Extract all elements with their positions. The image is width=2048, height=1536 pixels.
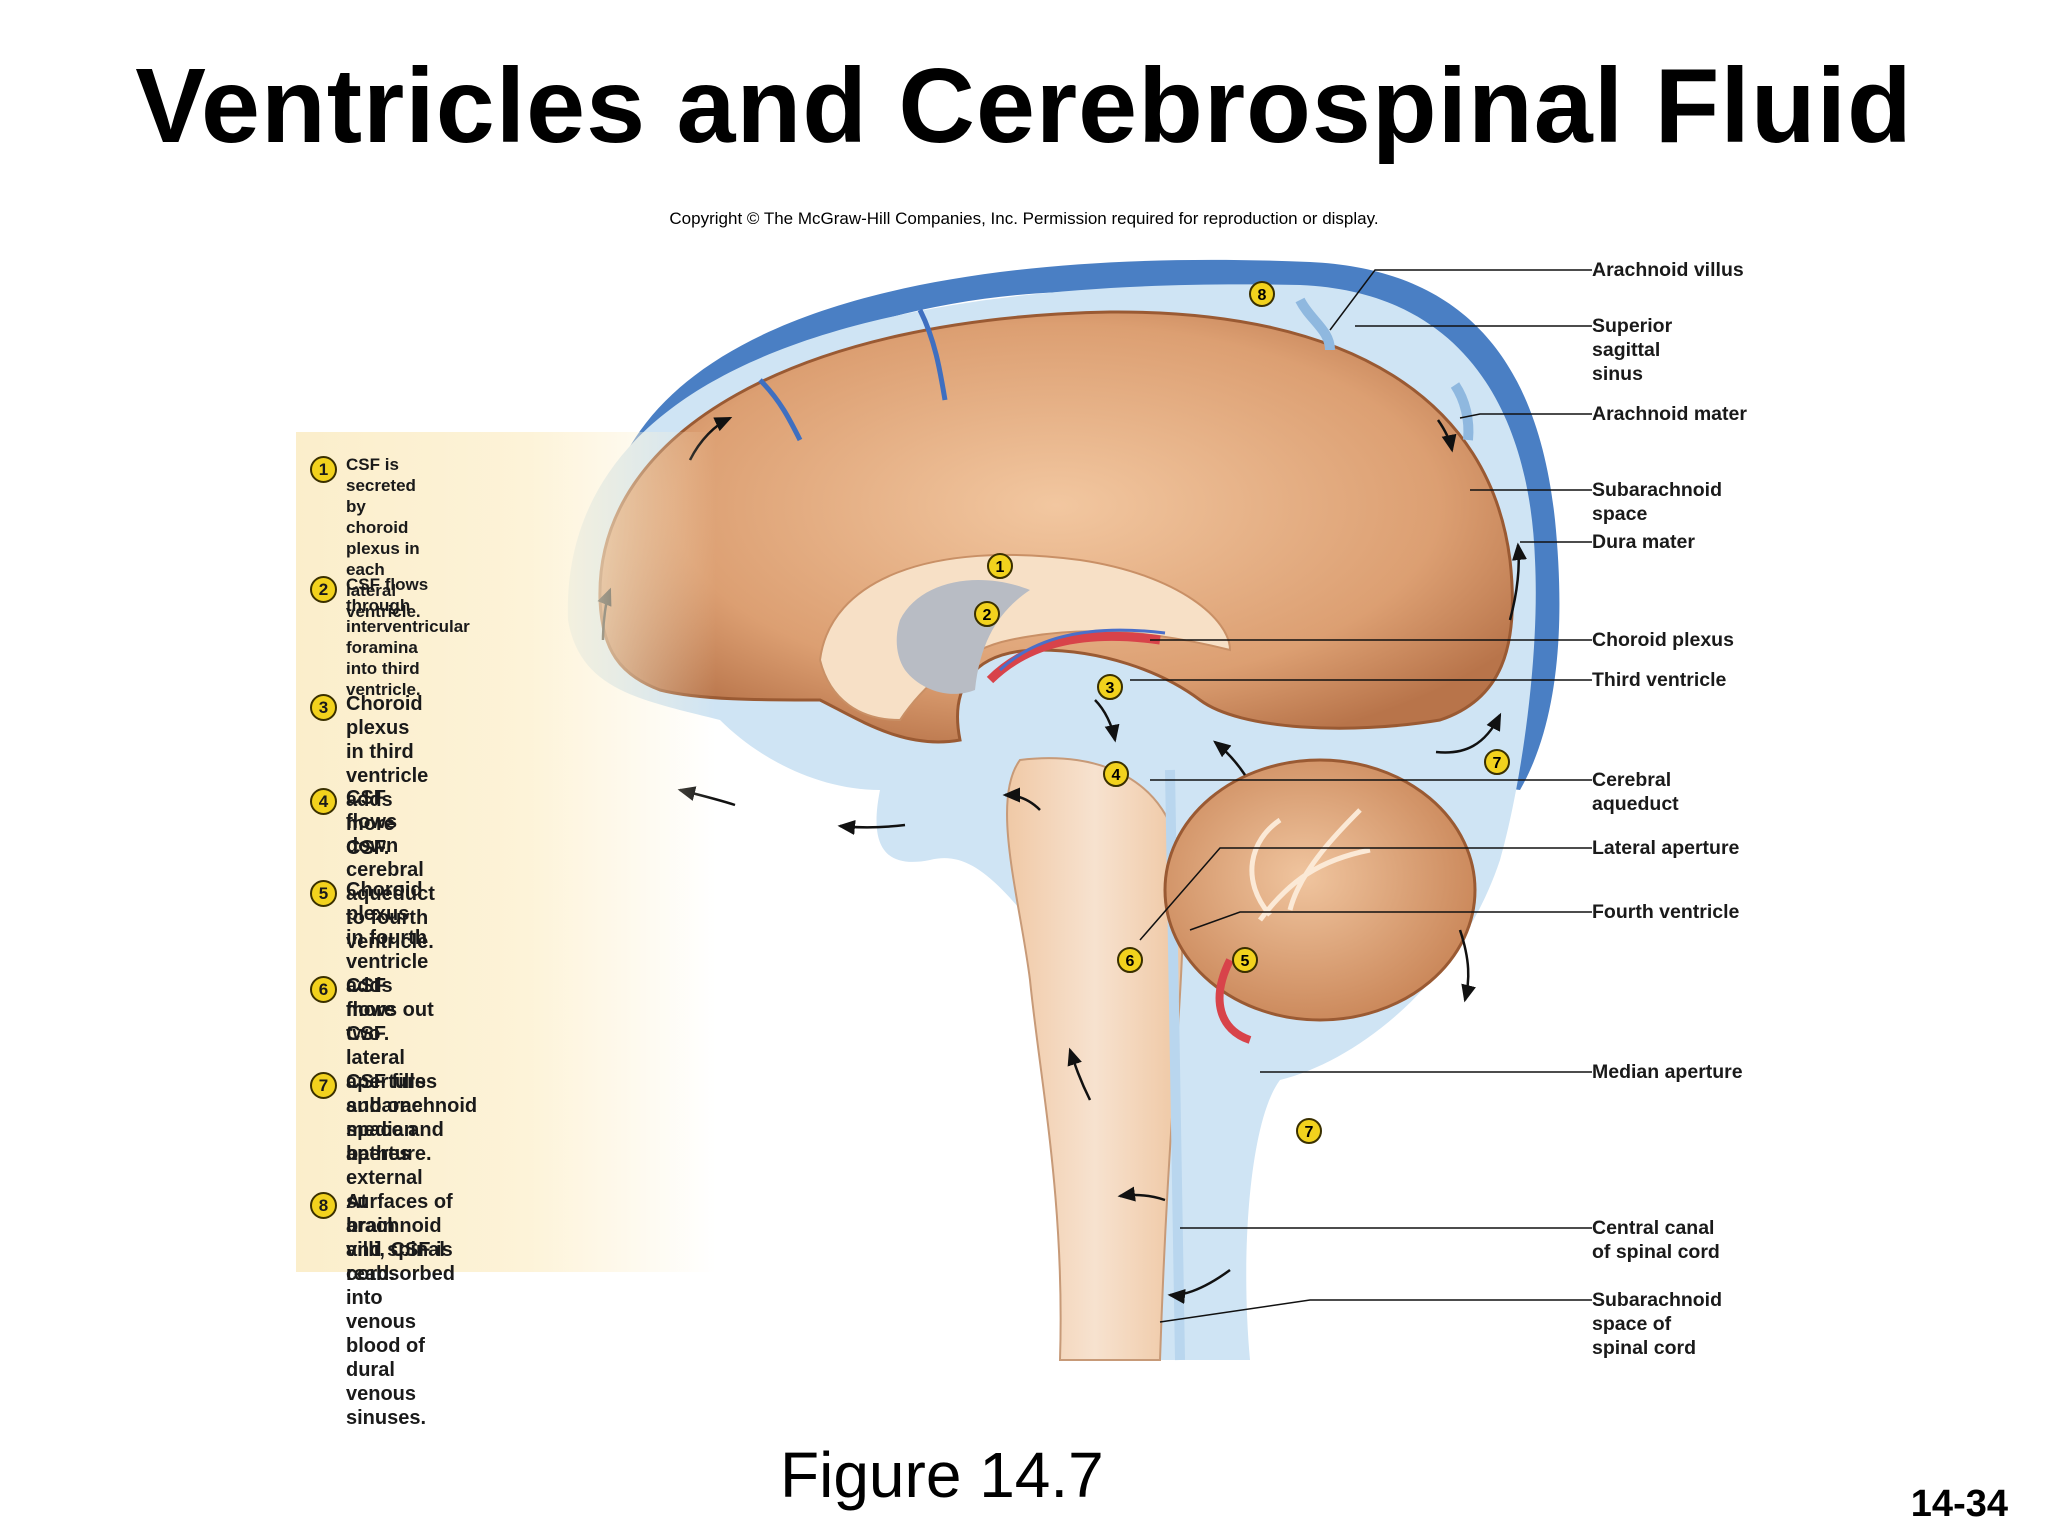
slide-number: 14-34 bbox=[1910, 1483, 2008, 1525]
step-text: CSF is secreted by choroid plexus in eac… bbox=[346, 455, 421, 621]
leader-lines bbox=[1130, 269, 1592, 1323]
svg-text:4: 4 bbox=[1112, 767, 1121, 784]
brainstem bbox=[1006, 757, 1184, 1361]
step-number-badge: 4 bbox=[310, 788, 337, 815]
label-subarachnoid-space-spinal-cord: Subarachnoid space of spinal cord bbox=[1592, 1289, 1723, 1359]
svg-text:1: 1 bbox=[996, 559, 1005, 576]
step-text: Choroid plexus in third ventricle adds m… bbox=[346, 693, 429, 859]
step-number-badge: 7 bbox=[310, 1072, 337, 1099]
step-number-badge: 5 bbox=[310, 880, 337, 907]
marker-2: 2 bbox=[974, 601, 1000, 627]
label-third-ventricle: Third ventricle bbox=[1592, 669, 1727, 691]
step-number-badge: 1 bbox=[310, 456, 337, 483]
svg-text:7: 7 bbox=[1493, 755, 1502, 772]
label-subarachnoid-space: Subarachnoid space bbox=[1592, 479, 1723, 525]
marker-3: 3 bbox=[1097, 674, 1123, 700]
diagram-markers: 8 1 2 3 4 5 6 7 7 bbox=[974, 281, 1510, 1144]
step-text: CSF flows out two lateral apertures and … bbox=[346, 975, 438, 1165]
label-central-canal: Central canal of spinal cord bbox=[1592, 1217, 1720, 1263]
arachnoid-villus-1 bbox=[1295, 297, 1335, 351]
step-number-badge: 8 bbox=[310, 1192, 337, 1219]
copyright-notice: Copyright © The McGraw-Hill Companies, I… bbox=[669, 209, 1379, 228]
step-text: Choroid plexus in fourth ventricle adds … bbox=[346, 879, 429, 1045]
step-number-badge: 3 bbox=[310, 694, 337, 721]
marker-4: 4 bbox=[1103, 761, 1129, 787]
arachnoid-villus-2 bbox=[1450, 382, 1474, 441]
label-cerebral-aqueduct: Cerebral aqueduct bbox=[1592, 769, 1679, 815]
label-arachnoid-villus: Arachnoid villus bbox=[1592, 259, 1744, 281]
figure-caption: Figure 14.7 bbox=[780, 1439, 1104, 1511]
step-number-badge: 6 bbox=[310, 976, 337, 1003]
marker-6: 6 bbox=[1117, 947, 1143, 973]
step-text: CSF flows through interventricular foram… bbox=[346, 575, 470, 699]
choroid-plexus-fourth bbox=[1215, 958, 1252, 1044]
cortical-vein-1 bbox=[758, 378, 803, 442]
svg-text:3: 3 bbox=[1106, 680, 1115, 697]
svg-text:8: 8 bbox=[1258, 287, 1267, 304]
marker-7a: 7 bbox=[1484, 749, 1510, 775]
choroid-plexus-blue bbox=[998, 628, 1166, 672]
label-arachnoid-mater: Arachnoid mater bbox=[1592, 403, 1747, 425]
marker-8: 8 bbox=[1249, 281, 1275, 307]
step-text: CSF flows down cerebral aqueduct to four… bbox=[346, 787, 435, 953]
label-median-aperture: Median aperture bbox=[1592, 1061, 1743, 1083]
svg-text:6: 6 bbox=[1126, 953, 1135, 970]
arbor-vitae bbox=[1249, 808, 1371, 922]
svg-text:2: 2 bbox=[983, 607, 992, 624]
steps-panel: 1 CSF is secreted by choroid plexus in e… bbox=[296, 432, 716, 1429]
marker-7b: 7 bbox=[1296, 1118, 1322, 1144]
marker-5: 5 bbox=[1232, 947, 1258, 973]
svg-text:7: 7 bbox=[1305, 1124, 1314, 1141]
label-superior-sagittal-sinus: Superior sagittal sinus bbox=[1592, 315, 1673, 385]
label-dura-mater: Dura mater bbox=[1592, 531, 1695, 553]
page-title: Ventricles and Cerebrospinal Fluid bbox=[135, 47, 1913, 165]
cortical-vein-2 bbox=[917, 308, 948, 401]
svg-text:5: 5 bbox=[1241, 953, 1250, 970]
step-text: CSF fills subarachnoid space and bathes … bbox=[346, 1071, 478, 1285]
marker-1: 1 bbox=[987, 553, 1013, 579]
label-choroid-plexus: Choroid plexus bbox=[1592, 629, 1734, 651]
cerebellum bbox=[1163, 758, 1477, 1022]
label-fourth-ventricle: Fourth ventricle bbox=[1592, 901, 1740, 923]
label-lateral-aperture: Lateral aperture bbox=[1592, 837, 1740, 859]
step-number-badge: 2 bbox=[310, 576, 337, 603]
step-text: At arachnoid villi, CSF is reabsorbed in… bbox=[346, 1191, 455, 1429]
